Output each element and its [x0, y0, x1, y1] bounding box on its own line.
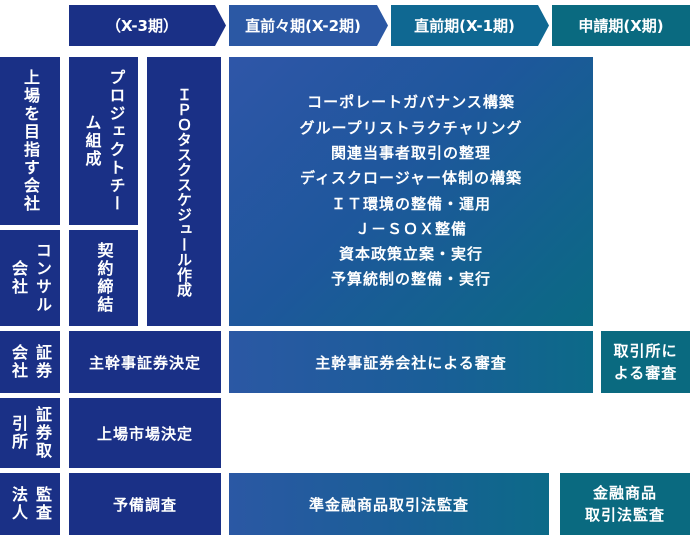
row-header-exchange-label: 証券取引所 [9, 406, 52, 460]
cell-fiea-audit: 金融商品 取引法監査 [560, 473, 690, 535]
row-header-company-label: 上場を目指す会社 [21, 69, 40, 213]
cell-ipo-schedule: ＩＰＯタスクスケジュール作成 [147, 57, 221, 326]
cell-project-team: プロジェクトチーム組成 [69, 57, 138, 225]
cell-exchange-review-line: 取引所に [613, 342, 678, 360]
phase-arrow-x2 [229, 5, 388, 46]
cell-exchange-review: 取引所に よる審査 [601, 331, 690, 393]
cell-fiea-audit-line: 金融商品 [592, 484, 657, 502]
cell-market-decision: 上場市場決定 [69, 398, 221, 468]
cell-exchange-review-line: よる審査 [613, 364, 678, 382]
row-header-auditor-label: 監査法人 [9, 486, 52, 522]
cell-project-team-label: プロジェクトチーム組成 [82, 69, 126, 213]
cell-preliminary-survey: 予備調査 [69, 473, 221, 535]
row-header-auditor: 監査法人 [0, 473, 60, 535]
phase-label-x: 申請期(X期) [578, 17, 664, 35]
row-header-securities-firm-label: 証券会社 [9, 344, 52, 380]
cell-lead-underwriter-review: 主幹事証券会社による審査 [229, 331, 593, 393]
main-tasks-block: コーポレートガバナンス構築 グループリストラクチャリング 関連当事者取引の整理 … [229, 57, 593, 326]
phase-label-x3: （X-3期） [105, 17, 178, 35]
cell-ipo-schedule-label: ＩＰＯタスクスケジュール作成 [175, 86, 193, 297]
task-item: ディスクロージャー体制の構築 [300, 169, 522, 188]
row-header-securities-firm: 証券会社 [0, 331, 60, 393]
phase-arrow-x [552, 5, 690, 46]
cell-lead-underwriter-decision: 主幹事証券決定 [69, 331, 221, 393]
task-item: Ｊ－ＳＯＸ整備 [354, 219, 467, 238]
phase-label-x2: 直前々期(X-2期) [245, 17, 361, 35]
cell-contract: 契約締結 [69, 230, 138, 326]
phase-label-x1: 直前期(X-1期) [414, 17, 515, 35]
cell-quasi-audit: 準金融商品取引法監査 [229, 473, 549, 535]
cell-contract-label: 契約締結 [94, 242, 114, 314]
phase-arrows [69, 5, 690, 46]
phase-arrow-x3 [69, 5, 226, 46]
phase-arrow-x1 [391, 5, 549, 46]
task-item: グループリストラクチャリング [299, 118, 523, 137]
task-item: コーポレートガバナンス構築 [307, 93, 515, 112]
task-item: ＩＴ環境の整備・運用 [330, 194, 491, 213]
task-item: 予算統制の整備・実行 [330, 270, 491, 289]
task-item: 資本政策立案・実行 [338, 245, 483, 264]
row-header-consultant-label: コンサル会社 [9, 242, 52, 314]
task-item: 関連当事者取引の整理 [330, 143, 491, 162]
row-header-company: 上場を目指す会社 [0, 57, 60, 225]
row-header-exchange: 証券取引所 [0, 398, 60, 468]
row-header-consultant: コンサル会社 [0, 230, 60, 326]
cell-fiea-audit-line: 取引法監査 [584, 506, 665, 524]
